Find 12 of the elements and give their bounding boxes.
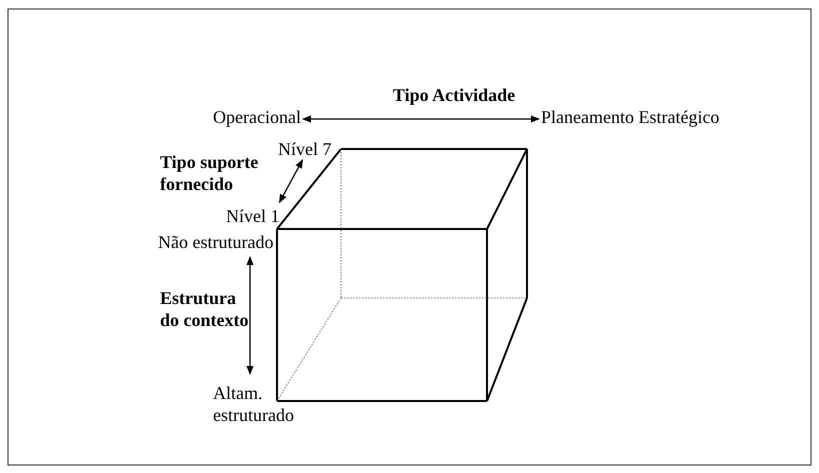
axis-title: Estrutura do contexto bbox=[160, 287, 250, 331]
axis-end-label: Planeamento Estratégico bbox=[541, 107, 720, 127]
axis-end-label: Não estruturado bbox=[158, 232, 274, 252]
axis-end-label: Operacional bbox=[213, 107, 301, 127]
axis-title: Tipo suporte fornecido bbox=[160, 151, 260, 195]
axis-end-label: Altam. estruturado bbox=[213, 383, 294, 425]
double-arrow bbox=[246, 256, 254, 375]
double-arrow bbox=[302, 115, 540, 123]
double-arrow bbox=[278, 159, 304, 204]
axis-end-label: Nível 1 bbox=[226, 206, 280, 226]
axis-end-label: Nível 7 bbox=[278, 139, 332, 159]
axis-title: Tipo Actividade bbox=[392, 84, 516, 106]
